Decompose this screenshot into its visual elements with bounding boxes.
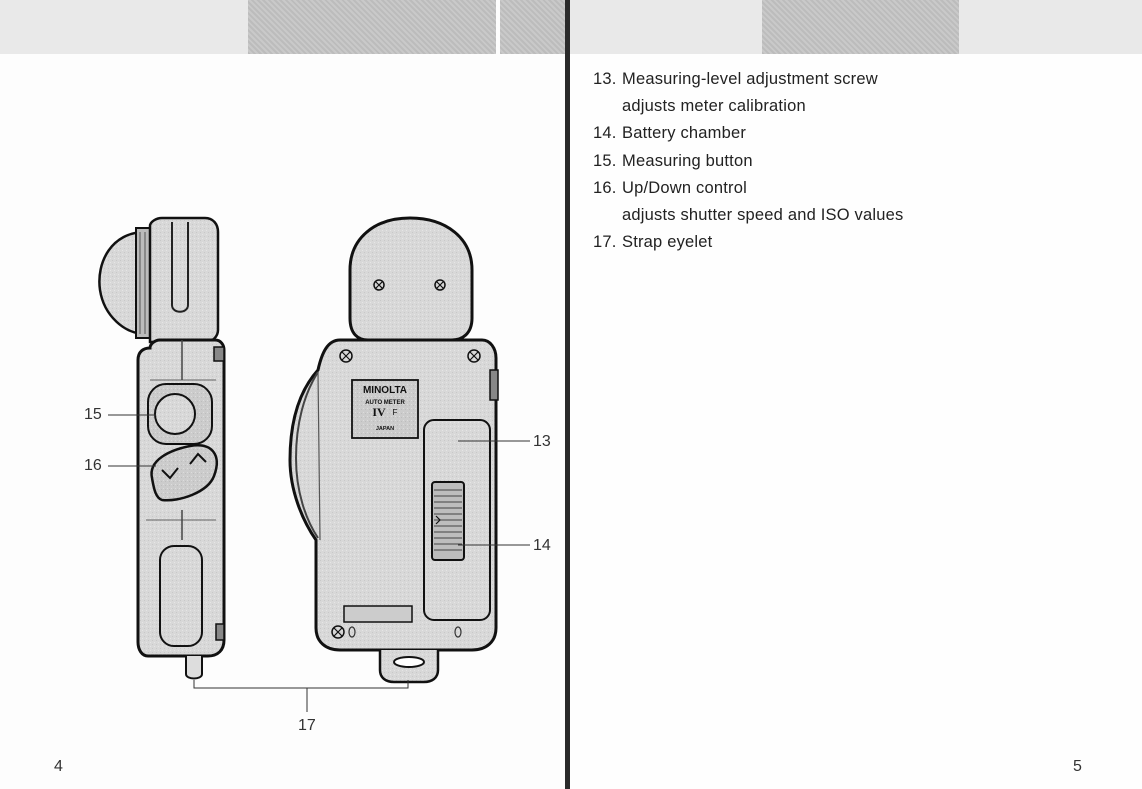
item-name: Measuring-level adjustment screw — [622, 66, 878, 93]
callout-15: 15 — [84, 406, 102, 424]
item-number: 16. — [593, 175, 617, 202]
header-tab-right-end — [959, 0, 1142, 54]
page-gutter — [565, 0, 570, 789]
item-name: Strap eyelet — [622, 229, 712, 256]
light-meter-illustration — [0, 0, 565, 789]
callout-14: 14 — [533, 537, 551, 555]
side-view-meter — [99, 218, 224, 679]
callout-16: 16 — [84, 457, 102, 475]
item-number: 15. — [593, 148, 617, 175]
item-number: 14. — [593, 120, 617, 147]
back-view-meter — [290, 218, 498, 682]
item-number: 17. — [593, 229, 617, 256]
header-tab-right-light — [570, 0, 762, 54]
item-note: adjusts meter calibration — [622, 93, 806, 120]
page-number-left: 4 — [54, 758, 63, 776]
item-number: 13. — [593, 66, 617, 93]
item-name: Battery chamber — [622, 120, 746, 147]
header-tab-right-dark — [762, 0, 959, 54]
callout-17: 17 — [298, 717, 316, 735]
item-note: adjusts shutter speed and ISO values — [622, 202, 903, 229]
page-number-right: 5 — [1073, 758, 1082, 776]
callout-13: 13 — [533, 433, 551, 451]
item-name: Up/Down control — [622, 175, 747, 202]
item-name: Measuring button — [622, 148, 753, 175]
measuring-button-icon — [155, 394, 195, 434]
device-nameplate — [352, 380, 418, 438]
